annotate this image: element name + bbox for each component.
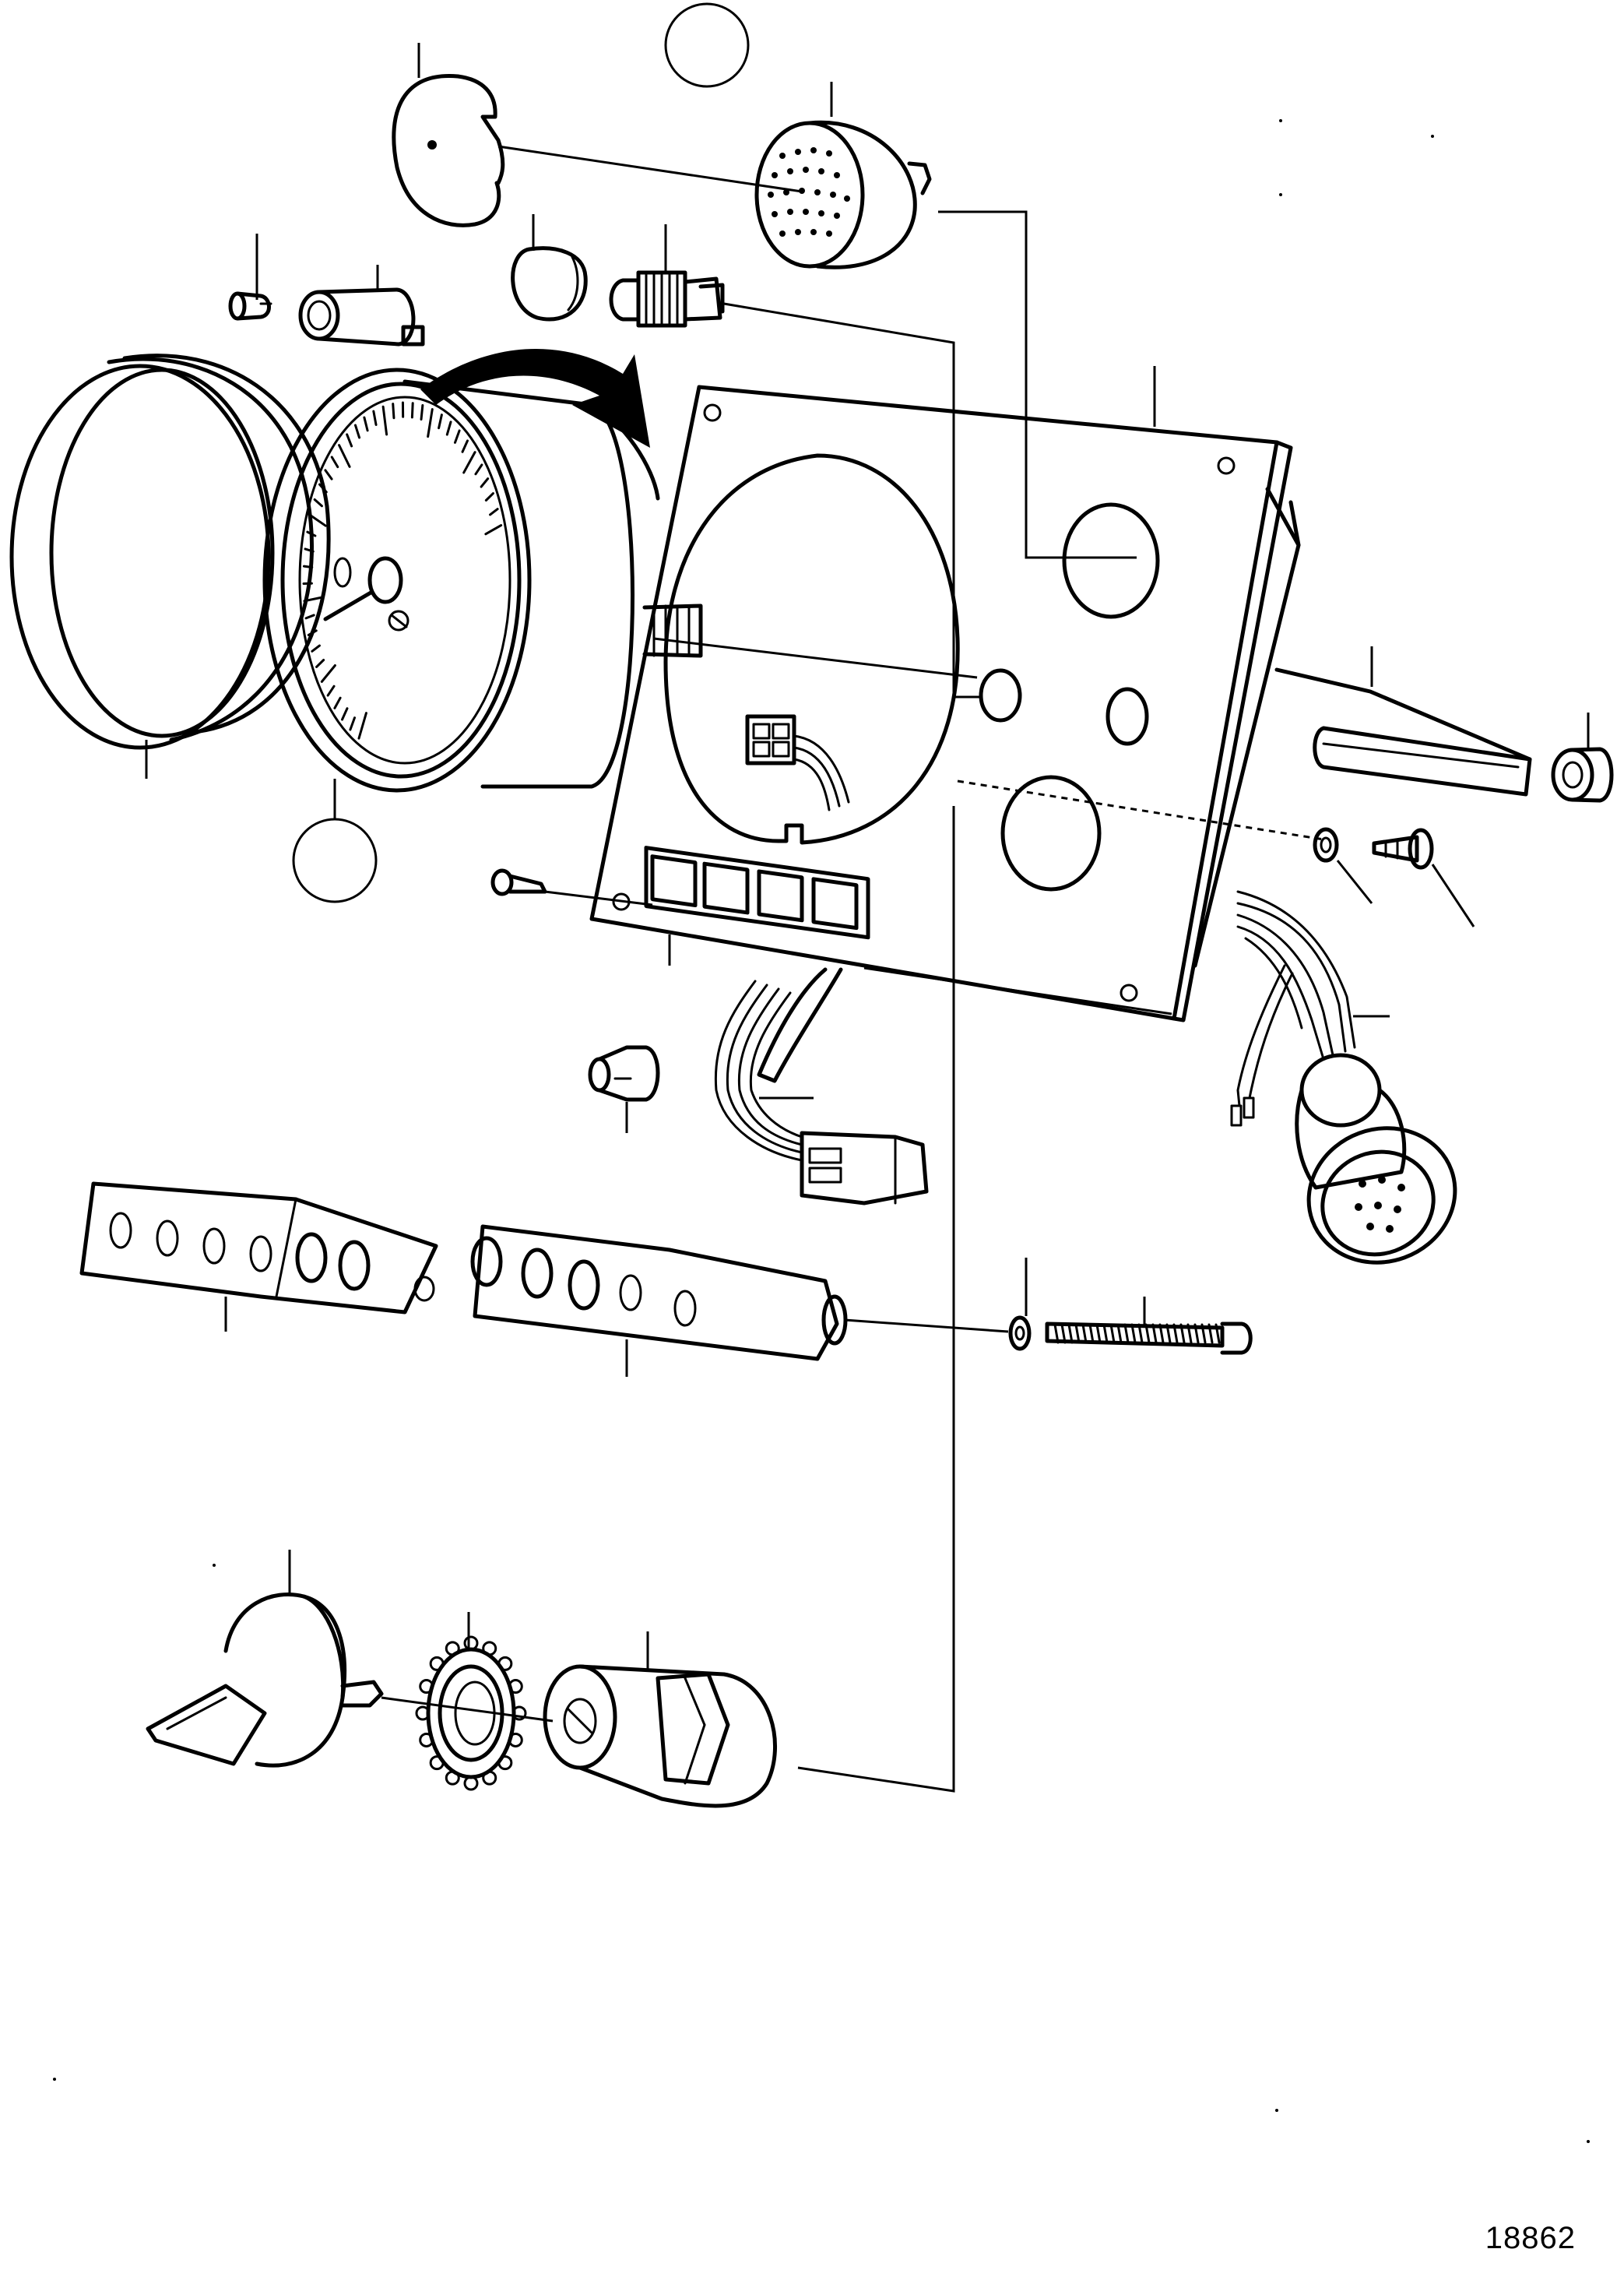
knob-cap bbox=[511, 214, 588, 322]
washer-right bbox=[1313, 827, 1373, 904]
panel-lamp-bulb bbox=[588, 1045, 660, 1133]
lamp-block-right bbox=[470, 1224, 848, 1377]
multipin-connector bbox=[754, 82, 932, 269]
indicator-bulb bbox=[228, 234, 272, 321]
gauge-cover-cap bbox=[392, 43, 505, 227]
warning-lamp-windows bbox=[644, 846, 870, 940]
locking-nut bbox=[415, 1612, 527, 1791]
callout-circle-left bbox=[292, 818, 378, 903]
bezel-ring bbox=[9, 354, 331, 779]
figure-number: 18862 bbox=[1485, 2221, 1576, 2255]
instrument-panel bbox=[589, 366, 1301, 1022]
mounting-direction-arrow bbox=[420, 348, 650, 448]
ignition-switch-body bbox=[543, 1631, 777, 1808]
callout-circle-top bbox=[664, 2, 750, 88]
knurled-nut bbox=[1551, 713, 1614, 803]
panel-screw-left bbox=[490, 868, 547, 896]
wire-harness-round-connector bbox=[1230, 890, 1457, 1265]
lamp-block-harness bbox=[714, 967, 929, 1205]
washer-long-screw bbox=[1008, 1258, 1032, 1351]
panel-inner-connector bbox=[745, 714, 850, 811]
bulb-holder bbox=[298, 265, 425, 347]
long-screw bbox=[1045, 1297, 1253, 1355]
ignition-key-cover bbox=[146, 1550, 384, 1768]
tapping-screw-right bbox=[1372, 828, 1475, 927]
mounting-bracket bbox=[1274, 646, 1532, 797]
push-switch bbox=[609, 224, 725, 328]
lamp-block-left bbox=[79, 1181, 438, 1332]
scan-specks bbox=[53, 119, 1590, 2143]
